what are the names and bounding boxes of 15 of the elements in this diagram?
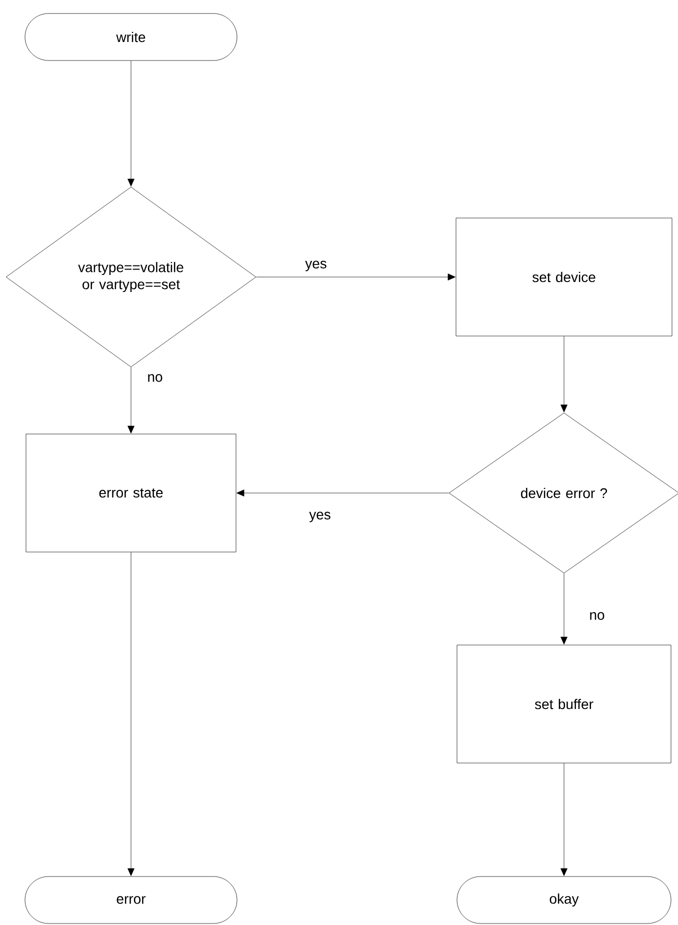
arrow bbox=[128, 552, 134, 876]
edge-label: no bbox=[146, 373, 164, 383]
arrow bbox=[256, 274, 456, 280]
arrow bbox=[236, 490, 449, 496]
process-box: error state bbox=[26, 434, 236, 552]
edge-label: yes bbox=[308, 510, 332, 524]
arrow bbox=[560, 763, 568, 876]
arrow bbox=[128, 60, 134, 186]
edge-label: yes bbox=[304, 260, 328, 272]
arrow bbox=[560, 573, 568, 644]
arrow bbox=[128, 367, 134, 434]
arrow bbox=[560, 336, 568, 412]
process-box: set buffer bbox=[456, 644, 672, 764]
process-box: set device bbox=[456, 218, 672, 336]
edge-label: no bbox=[588, 611, 606, 621]
